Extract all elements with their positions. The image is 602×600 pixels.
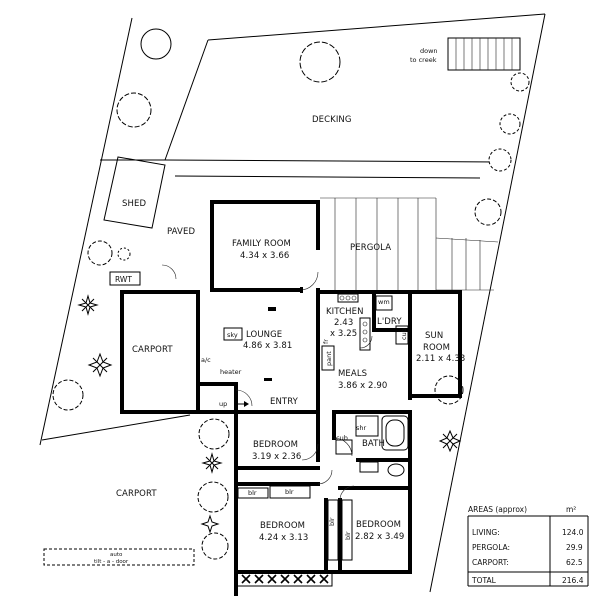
meals-label: MEALS	[338, 369, 367, 379]
tree-icon	[87, 240, 113, 266]
site-boundary	[39, 13, 546, 593]
paved-label: PAVED	[167, 227, 195, 237]
palm-shrub-icon	[200, 514, 220, 534]
robe-label-4: blr	[344, 531, 352, 540]
ac-label: a/c	[201, 356, 211, 364]
rwt-label: RWT	[115, 275, 132, 284]
bedroom1-label: BEDROOM	[253, 440, 298, 450]
pergola-label: PERGOLA	[350, 243, 391, 253]
creek-steps	[447, 37, 521, 71]
kitchen-dims-line1: 2.43	[334, 318, 353, 328]
carport-bottom-label: CARPORT	[116, 489, 157, 499]
sun-room-label-line1: SUN	[425, 331, 443, 341]
rainwater-tank	[109, 271, 141, 286]
cupboard-label-bath: cub	[336, 434, 348, 442]
palm-shrub-icon	[77, 294, 99, 316]
areas-row-pergola-value: 29.9	[566, 543, 583, 552]
tree-icon	[510, 72, 530, 92]
tree-icon	[299, 41, 341, 83]
garden-bed	[235, 571, 333, 587]
bedroom2-dims: 4.24 x 3.13	[259, 533, 308, 543]
skylight-label: sky	[227, 331, 238, 339]
areas-total-label: TOTAL	[471, 576, 497, 585]
kitchen-dims-line2: x 3.25	[330, 329, 357, 339]
garage-door	[43, 548, 195, 566]
family-room-dims: 4.34 x 3.66	[240, 251, 289, 261]
house-walls	[120, 200, 462, 596]
fridge-label: fr	[322, 339, 330, 344]
auto-door-label-line1: auto	[110, 552, 123, 558]
carport-top-label: CARPORT	[132, 345, 173, 355]
meals-dims: 3.86 x 2.90	[338, 381, 387, 391]
tree-icon	[201, 532, 229, 560]
sun-room-label-line2: ROOM	[423, 343, 450, 353]
robes	[237, 485, 353, 561]
tree-icon	[198, 418, 230, 450]
tree-icon	[52, 379, 84, 411]
tree-icon	[488, 148, 512, 172]
robe-label-3: blr	[328, 517, 336, 526]
lounge-dims: 4.86 x 3.81	[243, 341, 292, 351]
pantry-label: pant	[325, 351, 333, 366]
kitchen-fittings	[321, 293, 409, 371]
entry-label: ENTRY	[270, 397, 299, 407]
areas-row-living-value: 124.0	[562, 528, 584, 537]
laundry-label: L'DRY	[377, 317, 402, 327]
shed	[103, 156, 166, 229]
robe-label-1: blr	[248, 489, 257, 497]
tree-icon	[474, 198, 502, 226]
areas-table: AREAS (approx) m² LIVING: 124.0 PERGOLA:…	[467, 505, 589, 587]
areas-table-title: AREAS (approx)	[468, 505, 527, 514]
tree-icon	[116, 92, 152, 128]
robe-label-2: blr	[285, 488, 294, 496]
areas-row-living-label: LIVING:	[472, 528, 500, 537]
areas-row-carport-label: CARPORT:	[472, 558, 509, 567]
down-to-creek-label-line1: down	[420, 47, 438, 55]
decking-label: DECKING	[312, 115, 352, 125]
heater-label: heater	[220, 368, 242, 376]
room-labels: DECKING down to creek SHED PAVED RWT FAM…	[94, 47, 465, 565]
areas-row-pergola-label: PERGOLA:	[472, 543, 510, 552]
window-marks	[264, 287, 303, 381]
family-room-label: FAMILY ROOM	[232, 239, 291, 249]
up-arrow-icon	[234, 401, 249, 407]
palm-shrub-icon	[438, 429, 462, 453]
shower-label: shr	[356, 424, 367, 432]
pergola-slats	[320, 197, 499, 291]
down-to-creek-label-line2: to creek	[410, 56, 437, 64]
tree-icon	[197, 481, 229, 513]
bedroom2-label: BEDROOM	[260, 521, 305, 531]
bedroom3-dims: 2.82 x 3.49	[355, 532, 404, 542]
tree-icon	[117, 247, 131, 261]
cupboard-label-ldry: cub	[400, 328, 408, 340]
auto-door-label-line2: tilt - a - door	[94, 559, 129, 565]
bath-fittings	[335, 415, 409, 477]
tree-icon	[499, 113, 521, 135]
lounge-label: LOUNGE	[246, 330, 282, 340]
bedroom3-label: BEDROOM	[356, 520, 401, 530]
shed-label: SHED	[122, 199, 146, 209]
palm-shrub-icon	[87, 352, 113, 378]
bath-label: BATH	[362, 439, 385, 449]
palm-shrub-icon	[201, 452, 223, 474]
areas-total-value: 216.4	[562, 576, 584, 585]
kitchen-label: KITCHEN	[326, 307, 364, 317]
trees	[52, 28, 530, 560]
tree-icon	[140, 28, 172, 60]
wm-label: wm	[378, 298, 390, 306]
up-label: up	[219, 400, 227, 408]
areas-table-unit: m²	[566, 505, 576, 514]
sun-room-dims: 2.11 x 4.33	[416, 354, 465, 364]
areas-row-carport-value: 62.5	[566, 558, 583, 567]
bedroom1-dims: 3.19 x 2.36	[252, 452, 301, 462]
